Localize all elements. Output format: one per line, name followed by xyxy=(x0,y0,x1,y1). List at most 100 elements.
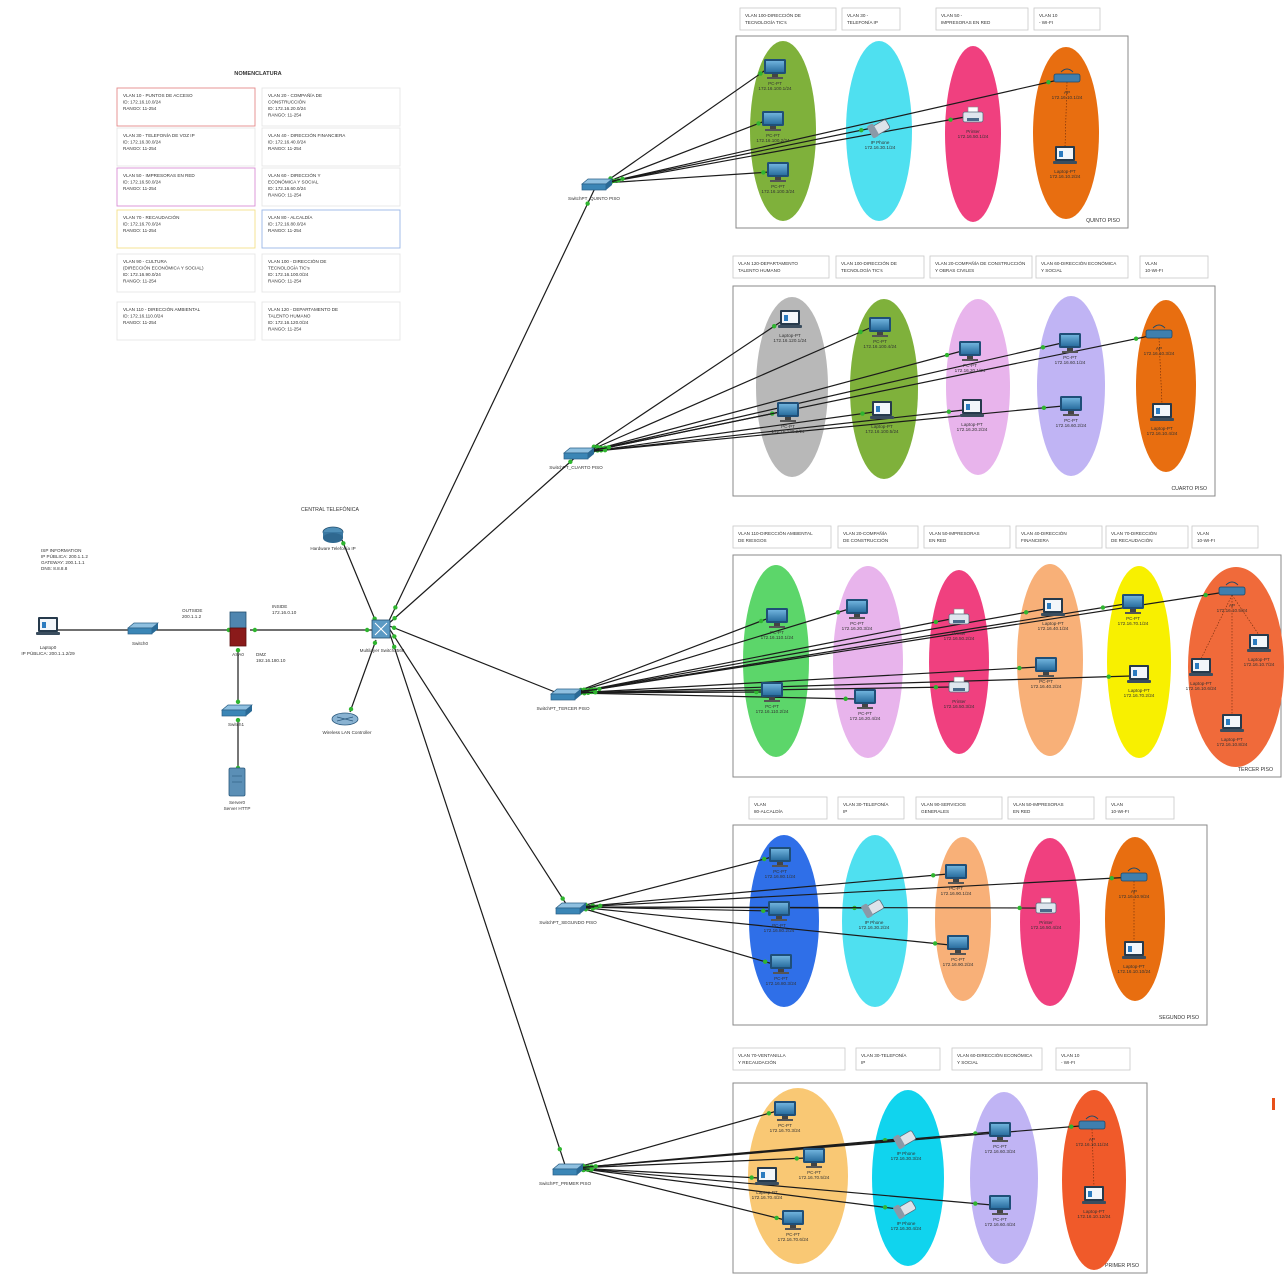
vlan-group-oval xyxy=(1107,566,1171,758)
multilayer-switch-icon[interactable] xyxy=(371,619,391,639)
wireless-link xyxy=(1158,337,1163,405)
laptop-icon[interactable] xyxy=(778,310,802,328)
pc-icon[interactable] xyxy=(769,847,791,867)
server-icon[interactable] xyxy=(228,767,246,797)
pc-base xyxy=(764,700,780,702)
access-point-icon[interactable] xyxy=(1145,324,1173,339)
vlan-label-text: GENERALES xyxy=(921,809,949,814)
vlan-label-text: VLAN 110-DIRECCIÓN AMBIENTAL xyxy=(738,530,813,536)
vlan-label-text: VLAN 60-DIRECCIÓN ECONÓMICA xyxy=(957,1052,1033,1058)
device-ip-label: 172.16.30.3/24 xyxy=(891,1156,922,1161)
access-point-icon[interactable] xyxy=(1120,867,1148,882)
printer-icon[interactable] xyxy=(1035,897,1057,914)
access-point-icon[interactable] xyxy=(1053,68,1081,83)
laptop-icon[interactable] xyxy=(1189,658,1213,676)
pc-icon[interactable] xyxy=(1122,594,1144,614)
floor-switch-label: SwitchPT_PRIMER PISO xyxy=(539,1181,592,1186)
ip-phone-icon[interactable] xyxy=(866,119,890,139)
laptop-icon[interactable] xyxy=(1041,598,1065,616)
ip-phone-icon[interactable] xyxy=(892,1200,916,1220)
device-ip-label: 172.16.100.1/24 xyxy=(758,86,792,91)
pc-icon[interactable] xyxy=(947,935,969,955)
printer-icon[interactable] xyxy=(948,608,970,625)
pc-base xyxy=(773,972,789,974)
link-status-dot xyxy=(774,1215,779,1221)
floor-switch-icon[interactable] xyxy=(550,688,582,701)
pc-icon[interactable] xyxy=(1059,333,1081,353)
laptop-icon[interactable] xyxy=(36,617,60,635)
link-status-dot xyxy=(1046,80,1051,85)
vlan-legend-line: ID: 172.16.90.0/24 xyxy=(123,272,161,277)
vlan-label-box xyxy=(739,7,837,31)
link-status-dot xyxy=(859,128,864,133)
laptop-icon[interactable] xyxy=(1053,146,1077,164)
pc-icon[interactable] xyxy=(777,402,799,422)
wireless-controller-icon[interactable] xyxy=(331,712,359,726)
pc-icon[interactable] xyxy=(782,1210,804,1230)
access-point-icon[interactable] xyxy=(1218,581,1246,596)
laptop-icon[interactable] xyxy=(1150,403,1174,421)
printer-tray xyxy=(967,118,979,121)
pc-icon[interactable] xyxy=(764,59,786,79)
pc-icon[interactable] xyxy=(767,162,789,182)
pc-base xyxy=(948,882,964,884)
device-name-label: AP xyxy=(1131,889,1137,894)
vlan-group-oval xyxy=(842,835,908,1007)
device-ip-label: 172.16.80.3/24 xyxy=(766,981,797,986)
device-name-label: PC-PT xyxy=(772,923,786,928)
pc-icon[interactable] xyxy=(762,111,784,131)
pc-icon[interactable] xyxy=(945,864,967,884)
laptop-icon[interactable] xyxy=(1220,714,1244,732)
laptop-window xyxy=(1047,603,1051,609)
floor-switch-icon[interactable] xyxy=(552,1163,584,1176)
ip-phone-icon[interactable] xyxy=(892,1130,916,1150)
pc-icon[interactable] xyxy=(774,1101,796,1121)
device-name-label: PC-PT xyxy=(873,339,887,344)
switch-side xyxy=(152,623,158,634)
printer-icon[interactable] xyxy=(948,676,970,693)
pc-icon[interactable] xyxy=(1035,657,1057,677)
ap-body xyxy=(1078,1120,1106,1130)
device-ip-label: 172.16.60.4/24 xyxy=(985,1222,1016,1227)
pc-icon[interactable] xyxy=(761,682,783,702)
device-link xyxy=(577,906,774,965)
laptop-icon[interactable] xyxy=(1127,665,1151,683)
device-ip-label: 172.16.40.2/24 xyxy=(1031,684,1062,689)
link-status-dot xyxy=(948,117,953,122)
vlan-label-box xyxy=(1033,7,1101,31)
pc-icon[interactable] xyxy=(768,901,790,921)
laptop-icon[interactable] xyxy=(960,399,984,417)
pc-icon[interactable] xyxy=(854,689,876,709)
laptop-icon[interactable] xyxy=(870,401,894,419)
pc-icon[interactable] xyxy=(989,1195,1011,1215)
printer-icon[interactable] xyxy=(962,106,984,123)
ip-phone-icon[interactable] xyxy=(860,899,884,919)
pc-icon[interactable] xyxy=(959,341,981,361)
printer-tray xyxy=(953,688,965,691)
laptop-screen xyxy=(1131,667,1147,678)
device-link xyxy=(572,675,1132,694)
pc-icon[interactable] xyxy=(766,608,788,628)
pc-icon[interactable] xyxy=(846,599,868,619)
floor-switch-icon[interactable] xyxy=(563,447,595,460)
device-name-label: PC-PT xyxy=(770,630,784,635)
floor-switch-icon[interactable] xyxy=(555,902,587,915)
pc-icon[interactable] xyxy=(1060,396,1082,416)
laptop-icon[interactable] xyxy=(1122,941,1146,959)
router-icon[interactable] xyxy=(322,526,344,543)
wan-switch-icon[interactable] xyxy=(127,622,159,635)
pc-icon[interactable] xyxy=(869,317,891,337)
access-point-icon[interactable] xyxy=(1078,1115,1106,1130)
pc-icon[interactable] xyxy=(989,1122,1011,1142)
firewall-icon[interactable] xyxy=(229,611,247,647)
pc-icon[interactable] xyxy=(770,954,792,974)
link-status-dot xyxy=(946,409,952,414)
laptop-icon[interactable] xyxy=(1082,1186,1106,1204)
vlan-group-oval xyxy=(872,1090,944,1266)
pc-icon[interactable] xyxy=(803,1148,825,1168)
laptop-icon[interactable] xyxy=(755,1167,779,1185)
pc-screen xyxy=(991,1124,1009,1135)
laptop-icon[interactable] xyxy=(1247,634,1271,652)
dmz-switch-icon[interactable] xyxy=(221,704,253,717)
floor-switch-icon[interactable] xyxy=(581,178,613,191)
